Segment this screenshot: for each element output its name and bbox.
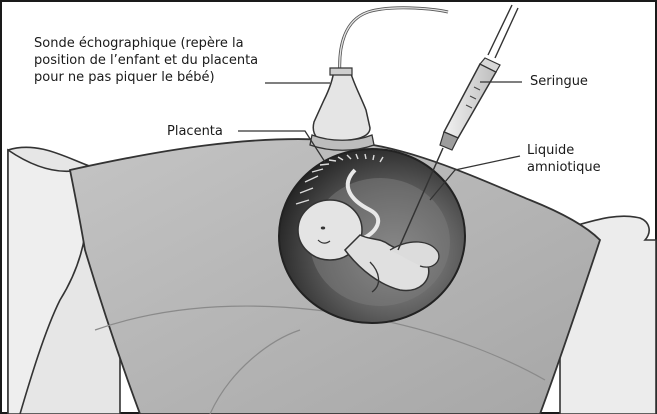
amniotic-label-line2: amniotique	[527, 159, 601, 176]
probe-label: Sonde échographique (repère la position …	[34, 35, 258, 86]
placenta-label: Placenta	[167, 123, 223, 140]
probe-label-line2: position de l’enfant et du placenta	[34, 52, 258, 69]
probe-label-line3: pour ne pas piquer le bébé)	[34, 69, 258, 86]
syringe-label: Seringue	[530, 73, 588, 90]
amniotic-fluid-label: Liquide amniotique	[527, 142, 601, 176]
probe-label-line1: Sonde échographique (repère la	[34, 35, 258, 52]
amniotic-label-line1: Liquide	[527, 142, 601, 159]
